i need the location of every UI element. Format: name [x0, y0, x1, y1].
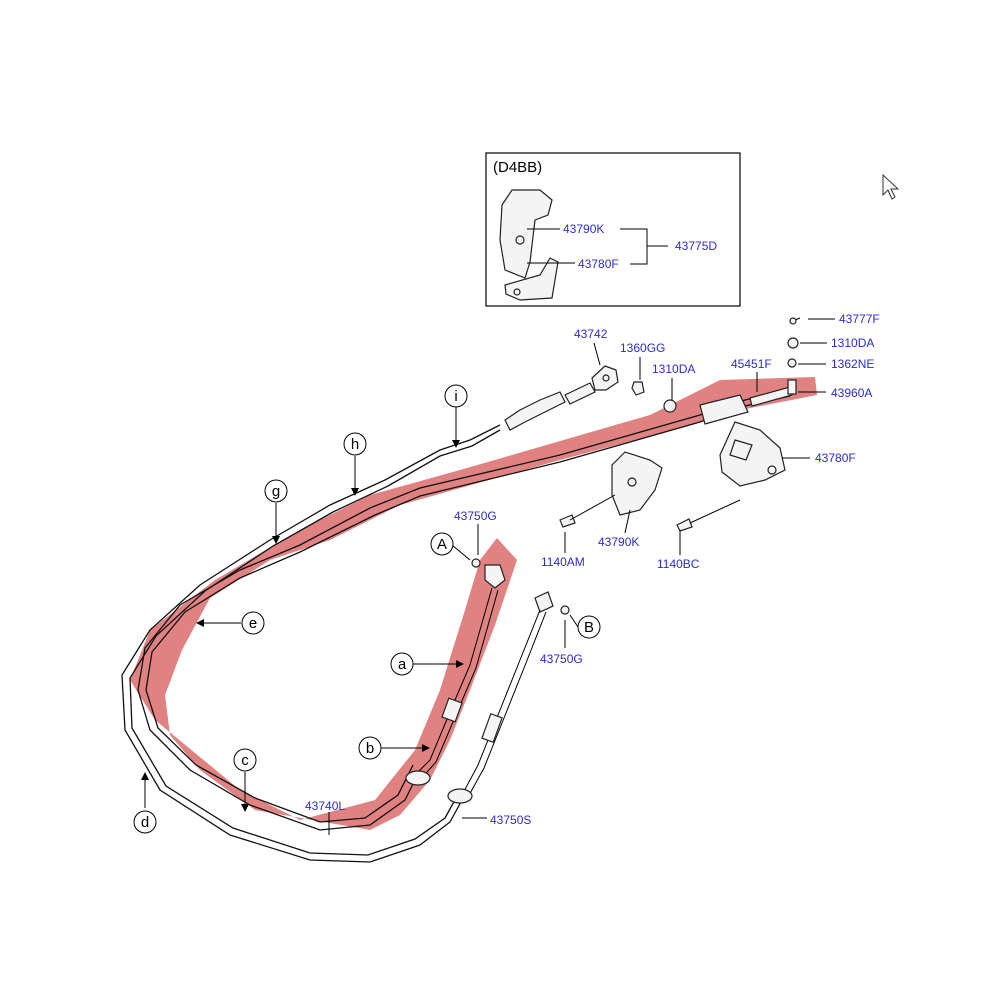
cable-highlight — [130, 377, 817, 830]
svg-text:g: g — [272, 483, 280, 500]
label-1310DA[interactable]: 1310DA — [652, 362, 695, 376]
svg-text:h: h — [351, 436, 359, 453]
inset-label-43780F[interactable]: 43780F — [578, 257, 619, 271]
bolt-1140BC-line — [689, 499, 741, 524]
letter-callouts: i h g e a b c d A B — [133, 384, 601, 834]
hardware — [471, 317, 801, 615]
leader-lines — [141, 318, 835, 835]
mouse-cursor-icon — [882, 173, 900, 200]
callout-g[interactable]: g — [264, 479, 288, 503]
label-1360GG[interactable]: 1360GG — [620, 341, 665, 355]
callout-d[interactable]: d — [133, 810, 157, 834]
label-1310DA-top[interactable]: 1310DA — [831, 336, 874, 350]
callout-b[interactable]: b — [358, 736, 382, 760]
label-1140AM[interactable]: 1140AM — [541, 555, 585, 569]
svg-text:a: a — [398, 656, 407, 673]
inset-bracket-drawing — [499, 189, 559, 301]
cable-end-43750G-b — [447, 591, 554, 804]
svg-text:b: b — [366, 740, 374, 757]
label-43790K[interactable]: 43790K — [598, 535, 639, 549]
label-43750G-top[interactable]: 43750G — [454, 509, 497, 523]
svg-text:i: i — [454, 388, 457, 405]
callout-i[interactable]: i — [444, 384, 468, 408]
inset-title: (D4BB) — [493, 159, 542, 176]
callout-a[interactable]: a — [390, 652, 414, 676]
callout-A[interactable]: A — [430, 532, 454, 556]
callout-B[interactable]: B — [577, 615, 601, 639]
svg-text:B: B — [584, 619, 594, 636]
svg-text:c: c — [241, 752, 249, 769]
label-45451F[interactable]: 45451F — [731, 357, 772, 371]
inset-label-43790K[interactable]: 43790K — [563, 222, 604, 236]
svg-text:A: A — [437, 536, 447, 553]
label-1362NE[interactable]: 1362NE — [831, 357, 874, 371]
bracket-43780F — [719, 421, 786, 487]
callout-c[interactable]: c — [233, 748, 257, 772]
cable-end-43960A — [699, 379, 797, 425]
svg-text:d: d — [141, 814, 149, 831]
label-43960A[interactable]: 43960A — [831, 386, 872, 400]
label-1140BC[interactable]: 1140BC — [657, 557, 700, 571]
label-43750G-right[interactable]: 43750G — [540, 652, 583, 666]
cable-end-43742 — [504, 365, 619, 431]
part-labels: 43777F 1310DA 1362NE 43960A 45451F 1310D… — [305, 312, 880, 827]
label-43777F[interactable]: 43777F — [839, 312, 880, 326]
label-43750S[interactable]: 43750S — [490, 813, 531, 827]
label-43740L[interactable]: 43740L — [305, 799, 345, 813]
label-43780F[interactable]: 43780F — [815, 451, 856, 465]
cable-43740L — [137, 389, 791, 831]
svg-text:e: e — [249, 615, 257, 632]
label-43742[interactable]: 43742 — [574, 327, 608, 341]
callout-e[interactable]: e — [241, 611, 265, 635]
callout-h[interactable]: h — [343, 432, 367, 456]
cable-43750S — [121, 424, 501, 863]
inset-d4bb: (D4BB) 43790K 43780F 43775D — [485, 152, 741, 307]
bolt-1140AM-line — [569, 494, 616, 521]
bracket-43790K — [611, 451, 663, 516]
inset-label-43775D[interactable]: 43775D — [675, 239, 717, 253]
cable-end-43750G-a — [405, 564, 506, 786]
